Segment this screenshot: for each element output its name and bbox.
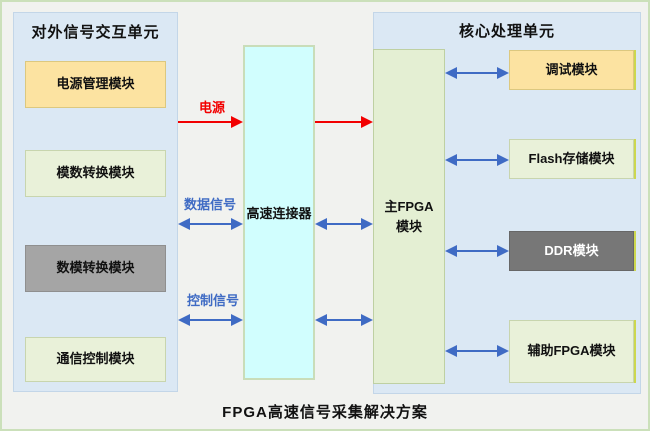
arrow-shaft — [178, 121, 231, 123]
arrowhead-right-icon — [361, 116, 373, 128]
arrowhead-right-icon — [497, 245, 509, 257]
arrowhead-left-icon — [445, 67, 457, 79]
module-aux-fpga: 辅助FPGA模块 — [509, 320, 634, 383]
module-dac: 数模转换模块 — [25, 245, 166, 292]
arrowhead-right-icon — [231, 314, 243, 326]
arrow-shaft — [190, 223, 231, 225]
arrow-shaft — [315, 121, 361, 123]
arrow-shaft — [457, 250, 497, 252]
module-ddr: DDR模块 — [509, 231, 634, 271]
fpga-aux-fpga-arrow — [445, 345, 509, 357]
arrowhead-left-icon — [315, 218, 327, 230]
fpga-ddr-arrow — [445, 245, 509, 257]
power-arrow-left-segment — [178, 116, 243, 128]
arrowhead-left-icon — [445, 345, 457, 357]
data-signal-arrow-left — [178, 218, 243, 230]
data-signal-arrow-right — [315, 218, 373, 230]
fpga-flash-arrow — [445, 154, 509, 166]
diagram-caption: FPGA高速信号采集解决方案 — [222, 404, 428, 421]
main-fpga-module: 主FPGA模块 — [373, 49, 445, 384]
arrowhead-right-icon — [497, 345, 509, 357]
arrow-shaft — [457, 72, 497, 74]
arrowhead-right-icon — [497, 67, 509, 79]
arrowhead-left-icon — [178, 314, 190, 326]
data-signal-label: 数据信号 — [183, 197, 236, 212]
arrowhead-left-icon — [445, 245, 457, 257]
module-adc: 模数转换模块 — [25, 150, 166, 197]
external-signal-unit-title: 对外信号交互单元 — [31, 24, 160, 41]
module-comm-control: 通信控制模块 — [25, 337, 166, 382]
arrow-shaft — [327, 319, 361, 321]
arrowhead-left-icon — [445, 154, 457, 166]
control-signal-label: 控制信号 — [186, 293, 239, 308]
arrow-shaft — [457, 350, 497, 352]
arrowhead-right-icon — [231, 116, 243, 128]
arrow-shaft — [327, 223, 361, 225]
power-signal-label: 电源 — [198, 100, 225, 115]
core-processing-unit-title: 核心处理单元 — [458, 23, 555, 40]
arrow-shaft — [457, 159, 497, 161]
arrow-shaft — [190, 319, 231, 321]
control-signal-arrow-right — [315, 314, 373, 326]
fpga-debug-arrow — [445, 67, 509, 79]
module-flash: Flash存储模块 — [509, 139, 634, 179]
arrowhead-right-icon — [361, 314, 373, 326]
arrowhead-left-icon — [178, 218, 190, 230]
arrowhead-right-icon — [361, 218, 373, 230]
module-power-management: 电源管理模块 — [25, 61, 166, 108]
control-signal-arrow-left — [178, 314, 243, 326]
arrowhead-right-icon — [231, 218, 243, 230]
arrowhead-right-icon — [497, 154, 509, 166]
high-speed-connector: 高速连接器 — [243, 45, 315, 380]
module-debug: 调试模块 — [509, 50, 634, 90]
power-arrow-right-segment — [315, 116, 373, 128]
arrowhead-left-icon — [315, 314, 327, 326]
